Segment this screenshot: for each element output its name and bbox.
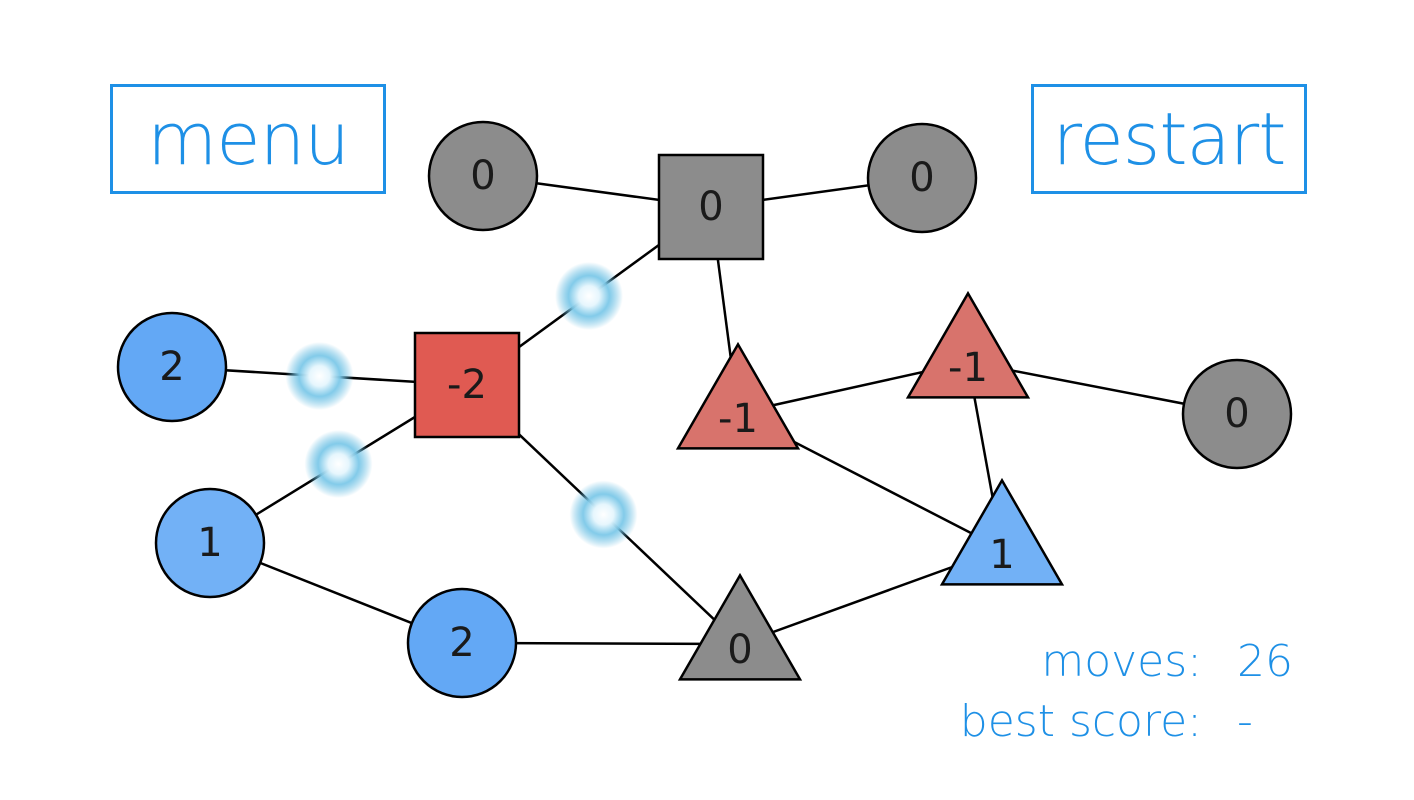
moves-value: 26 bbox=[1237, 636, 1293, 687]
node-value-n6: -1 bbox=[718, 396, 758, 442]
node-circle-n4[interactable]: 2 bbox=[116, 311, 228, 423]
edge-pulse-n2-n5 bbox=[555, 262, 623, 330]
node-shape-n2 bbox=[657, 153, 765, 261]
node-shape-n3 bbox=[866, 122, 978, 234]
node-shape-n7 bbox=[905, 290, 1031, 399]
node-shape-n8 bbox=[1181, 358, 1293, 470]
best-score-row: best score: - bbox=[960, 696, 1332, 747]
node-value-n12: 0 bbox=[727, 627, 752, 673]
node-circle-n11[interactable]: 2 bbox=[406, 587, 518, 699]
node-value-n4: 2 bbox=[159, 344, 184, 390]
node-value-n9: 1 bbox=[197, 520, 222, 566]
edge-pulse-n5-n12 bbox=[569, 480, 638, 549]
node-circle-n8[interactable]: 0 bbox=[1181, 358, 1293, 470]
node-triangle-n10[interactable]: 1 bbox=[939, 477, 1065, 586]
node-shape-n1 bbox=[427, 120, 539, 232]
node-circle-n1[interactable]: 0 bbox=[427, 120, 539, 232]
best-score-value: - bbox=[1237, 696, 1253, 747]
node-shape-n11 bbox=[406, 587, 518, 699]
node-circle-n9[interactable]: 1 bbox=[154, 487, 266, 599]
nodes-layer: 0 0 0 2 -2 -1 -1 0 1 1 2 0 bbox=[116, 120, 1293, 699]
restart-button[interactable]: restart bbox=[1031, 84, 1307, 194]
node-triangle-n6[interactable]: -1 bbox=[675, 341, 801, 450]
edge-pulse-n4-n5 bbox=[285, 342, 354, 410]
node-shape-n5 bbox=[413, 331, 521, 439]
node-triangle-n12[interactable]: 0 bbox=[677, 572, 803, 681]
node-shape-n4 bbox=[116, 311, 228, 423]
node-value-n10: 1 bbox=[989, 532, 1014, 578]
menu-button[interactable]: menu bbox=[110, 84, 386, 194]
glow-layer bbox=[285, 262, 638, 549]
node-circle-n3[interactable]: 0 bbox=[866, 122, 978, 234]
node-shape-n9 bbox=[154, 487, 266, 599]
node-value-n8: 0 bbox=[1224, 391, 1249, 437]
node-triangle-n7[interactable]: -1 bbox=[905, 290, 1031, 399]
node-value-n1: 0 bbox=[470, 153, 495, 199]
node-square-n5[interactable]: -2 bbox=[413, 331, 521, 439]
node-value-n5: -2 bbox=[447, 362, 487, 408]
node-value-n3: 0 bbox=[909, 155, 934, 201]
score-panel: moves: 26 best score: - bbox=[832, 636, 1332, 756]
best-score-label: best score: bbox=[959, 696, 1202, 747]
node-square-n2[interactable]: 0 bbox=[657, 153, 765, 261]
node-shape-n6 bbox=[675, 341, 801, 450]
moves-row: moves: 26 bbox=[1041, 636, 1332, 687]
node-value-n2: 0 bbox=[698, 184, 723, 230]
node-value-n11: 2 bbox=[449, 620, 474, 666]
node-shape-n12 bbox=[677, 572, 803, 681]
edge-pulse-n5-n9 bbox=[304, 430, 373, 498]
node-shape-n10 bbox=[939, 477, 1065, 586]
node-value-n7: -1 bbox=[948, 345, 988, 391]
moves-label: moves: bbox=[1041, 636, 1202, 687]
